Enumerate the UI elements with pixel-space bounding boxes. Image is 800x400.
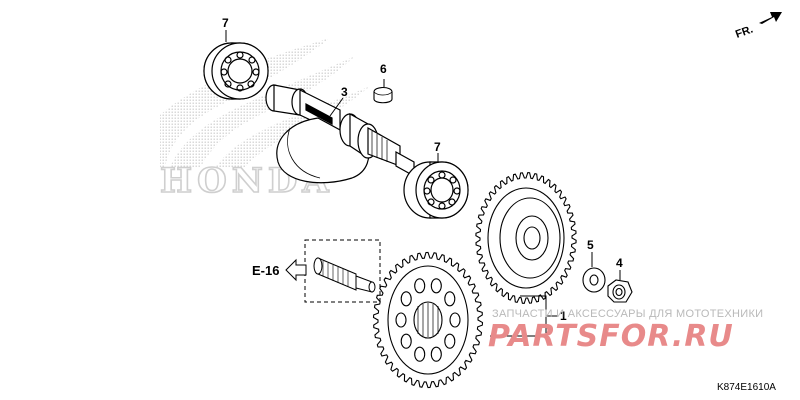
gear-hole — [444, 291, 456, 307]
gear-hole — [430, 346, 442, 362]
splined-shaft-reference — [313, 257, 376, 293]
callout-shaft: 3 — [341, 85, 348, 99]
callout-nut: 4 — [616, 256, 623, 270]
driven-gear-large — [475, 172, 577, 304]
front-direction-indicator: FR. — [734, 12, 782, 41]
watermark-caption: ЗАПЧАСТИ И АКСЕССУАРЫ ДЛЯ МОТОТЕХНИКИ — [492, 308, 763, 320]
front-direction-arrow-icon — [759, 12, 782, 24]
inset-box — [304, 239, 381, 303]
front-direction-label: FR. — [734, 23, 755, 40]
gear-hole — [414, 278, 426, 294]
bearing-top — [203, 42, 269, 100]
bearing-middle — [403, 161, 469, 219]
gear-hole — [400, 291, 412, 307]
gear-hole — [414, 346, 426, 362]
gear-hole — [395, 312, 407, 328]
gear-hole — [449, 312, 461, 328]
reference-arrow-icon — [285, 258, 307, 282]
reference-label: E-16 — [252, 263, 279, 278]
gear-hole — [430, 278, 442, 294]
callout-bearing-middle: 7 — [434, 140, 441, 154]
watermark-logo: PARTSFOR.RU — [488, 319, 734, 354]
diagram-code: K874E1610A — [717, 382, 776, 393]
gear-hole — [400, 333, 412, 349]
washer — [582, 267, 606, 293]
drive-gear-lower — [372, 251, 484, 389]
callout-washer: 5 — [587, 238, 594, 252]
woodruff-key — [373, 86, 393, 104]
gear-hole — [444, 333, 456, 349]
balancer-shaft — [265, 84, 415, 184]
callout-key: 6 — [380, 62, 387, 76]
callout-bearing-top: 7 — [222, 16, 229, 30]
callout-gear-assy: 1 — [560, 309, 567, 323]
partsfor-watermark: ЗАПЧАСТИ И АКСЕССУАРЫ ДЛЯ МОТОТЕХНИКИ PA… — [488, 308, 763, 354]
flange-nut — [607, 279, 633, 303]
reference-arrow: E-16 — [252, 258, 307, 282]
